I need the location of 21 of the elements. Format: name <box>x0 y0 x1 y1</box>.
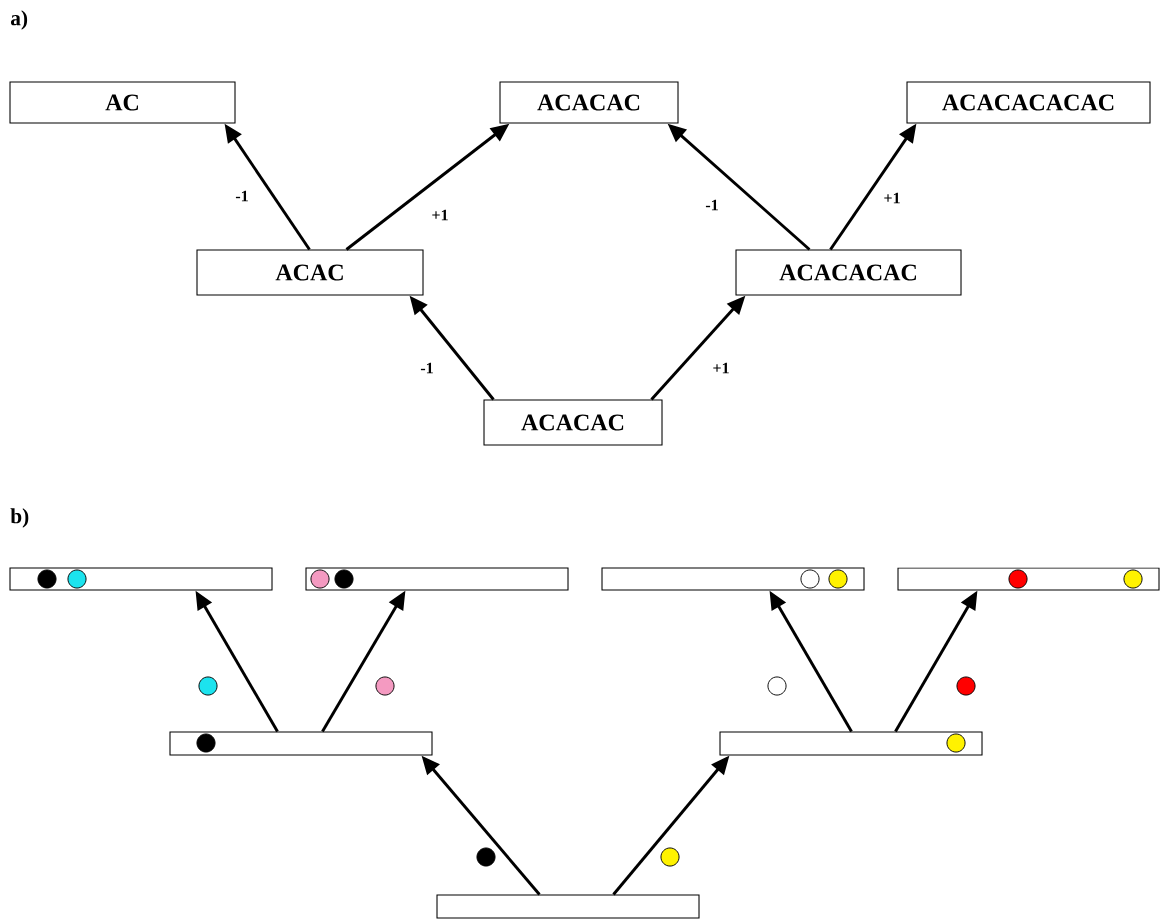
bar <box>169 731 433 756</box>
bar <box>305 567 569 591</box>
bar <box>9 567 273 591</box>
text-box: ACACAC <box>483 399 663 446</box>
panel-label: b) <box>10 508 29 528</box>
edge-label: -1 <box>419 361 435 375</box>
text-box: ACACACACAC <box>906 81 1151 124</box>
bar <box>601 567 865 591</box>
edge-label: -1 <box>704 198 720 212</box>
bar <box>897 567 1160 591</box>
bar <box>719 731 983 756</box>
panel-label: a) <box>10 10 28 30</box>
edge-label: +1 <box>430 208 450 222</box>
text-box: AC <box>9 81 236 124</box>
edge-label: +1 <box>711 361 731 375</box>
edge-label: -1 <box>234 189 250 203</box>
text-box: ACACAC <box>499 81 679 124</box>
text-box: ACACACAC <box>735 249 962 296</box>
bar <box>436 894 700 919</box>
text-box: ACAC <box>196 249 424 296</box>
edge-label: +1 <box>882 191 902 205</box>
